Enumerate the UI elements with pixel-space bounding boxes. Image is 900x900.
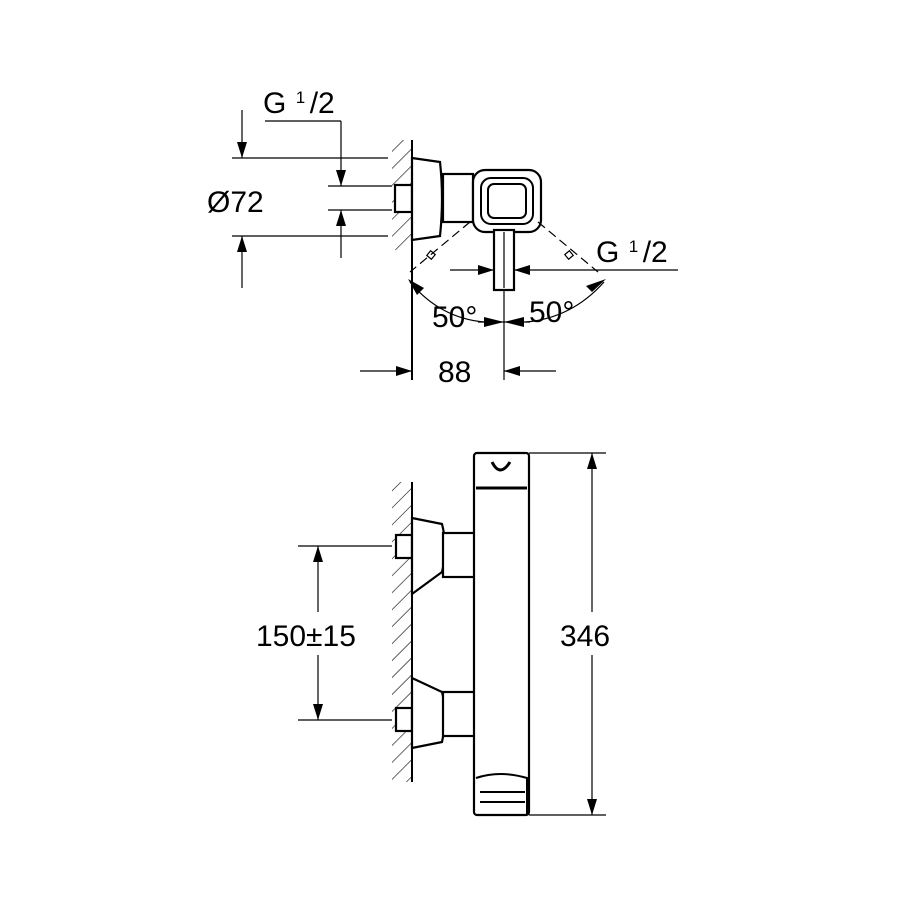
inlet-stub-top bbox=[393, 183, 414, 214]
angle-label-left: 50° bbox=[432, 301, 477, 334]
inlet-spacing-dimension: 150±15 bbox=[256, 545, 392, 721]
thread-dimension-right: G 1 /2 bbox=[450, 236, 678, 275]
diameter-dimension: Ø72 bbox=[207, 110, 388, 288]
connector-top bbox=[441, 172, 475, 224]
projection-label: 88 bbox=[438, 356, 471, 389]
escutcheon-lower bbox=[410, 676, 447, 750]
thread-dimension-top: G 1 /2 bbox=[263, 87, 392, 258]
wall-hatch-front bbox=[392, 482, 412, 782]
angle-dimension: 50° 50° bbox=[408, 279, 606, 334]
inlet-stub-lower bbox=[394, 706, 414, 733]
handle-holder bbox=[476, 461, 527, 490]
front-view: 150±15 346 bbox=[256, 451, 610, 817]
thread-label-top: G 1 /2 bbox=[263, 87, 335, 120]
thread-label-right: G 1 /2 bbox=[596, 236, 668, 269]
height-label: 346 bbox=[560, 620, 610, 653]
angle-label-right: 50° bbox=[529, 296, 574, 329]
diameter-label: Ø72 bbox=[207, 186, 264, 219]
handle-square bbox=[487, 183, 527, 219]
mixer-body-front bbox=[472, 451, 531, 817]
escutcheon-upper bbox=[410, 516, 447, 597]
outlet-bottom bbox=[475, 773, 528, 815]
inlet-spacing-label: 150±15 bbox=[256, 620, 356, 653]
top-view: Ø72 G 1 /2 G 1 /2 bbox=[207, 87, 678, 389]
height-dimension: 346 bbox=[529, 452, 610, 816]
escutcheon-top bbox=[410, 156, 444, 242]
projection-dimension: 88 bbox=[360, 290, 556, 389]
swing-dash-right bbox=[537, 221, 599, 273]
mixer-body-inner bbox=[480, 177, 534, 225]
mixer-body-top bbox=[471, 168, 543, 234]
inlet-stub-upper bbox=[394, 533, 414, 560]
